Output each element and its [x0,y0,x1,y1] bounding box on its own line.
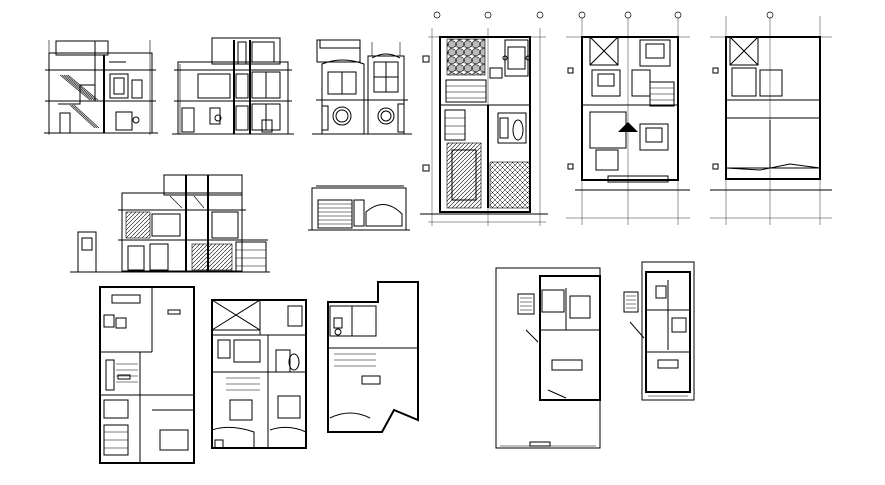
front-elevation [312,39,412,135]
plan-layout-5 [623,261,695,401]
first-floor-plan [566,11,690,225]
section-drawing-a [44,40,158,135]
section-drawing-b [172,37,294,135]
boundary-wall-elevation [308,185,410,231]
site-plan [495,267,601,449]
ground-floor-plan [420,11,548,226]
plan-layout-2 [211,299,307,449]
section-drawing-c [70,174,270,273]
second-floor-plan [710,11,832,225]
plan-layout-1 [99,286,195,464]
plan-layout-3 [327,281,419,433]
